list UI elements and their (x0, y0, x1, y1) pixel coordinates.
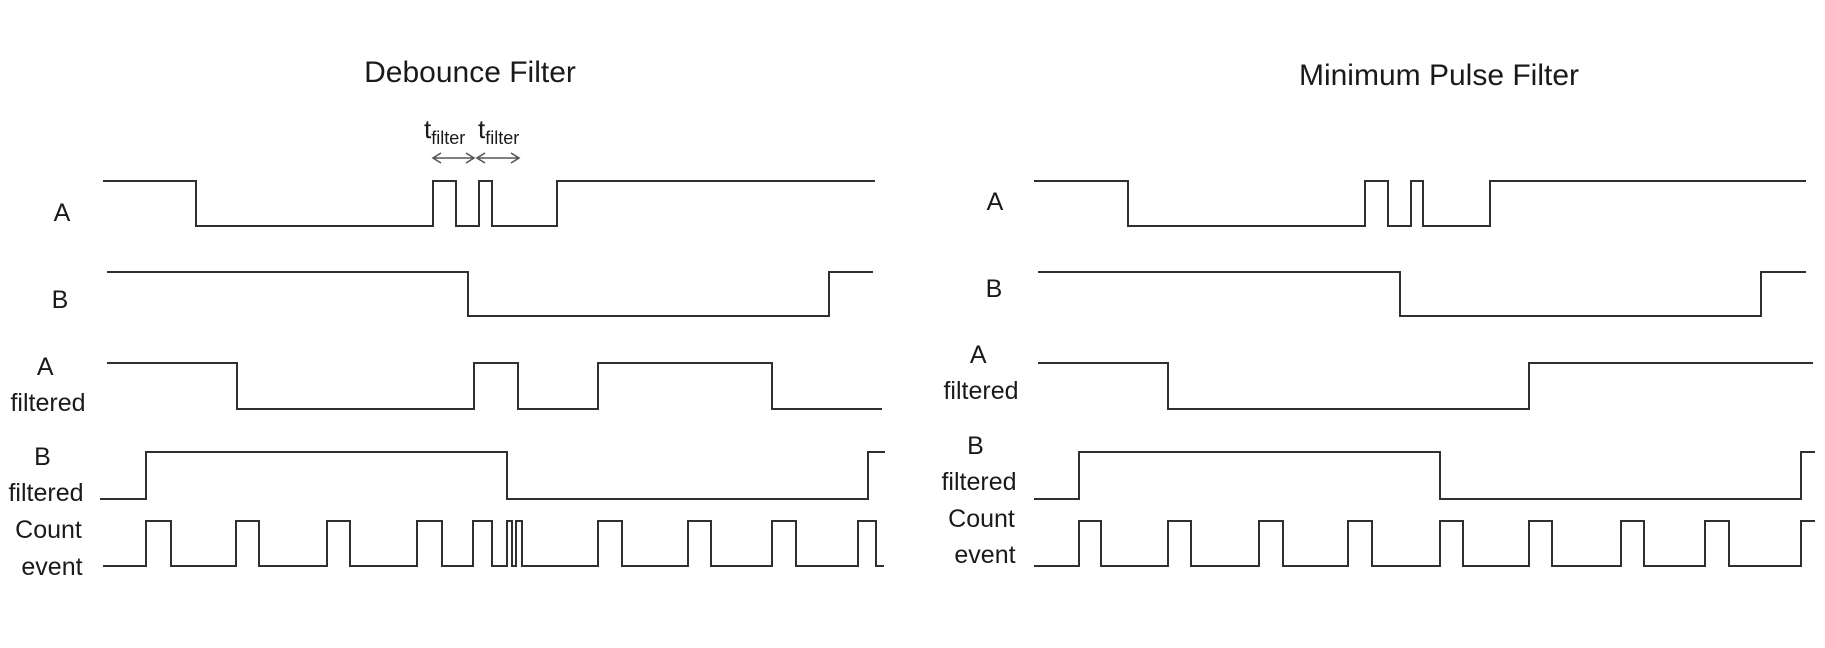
waveform-a-filtered (1038, 362, 1813, 410)
signal-label-count-event: Count event (15, 516, 89, 581)
t-filter-subscript-2: filter (485, 128, 519, 148)
t-filter-subscript-1: filter (431, 128, 465, 148)
panel-minimum-pulse-filter: Minimum Pulse Filter A B A filtered B fi… (941, 59, 1815, 569)
signal-label-b: B (52, 286, 69, 314)
waveform-a (103, 180, 875, 227)
panel-debounce-filter: Debounce Filter tfilter tfilter A (8, 56, 885, 581)
double-arrow-icon (431, 152, 476, 164)
t-filter-annotation: tfilter tfilter (424, 114, 521, 164)
panel-title-debounce: Debounce Filter (364, 56, 576, 89)
t-filter-label-2: tfilter (478, 114, 519, 148)
signal-label-count-event: Count event (948, 505, 1022, 569)
signal-label-a: A (987, 188, 1004, 216)
t-filter-symbol-1: t (424, 114, 432, 144)
waveforms-left (100, 180, 885, 567)
waveforms-right (1034, 180, 1815, 567)
signal-label-b: B (986, 275, 1003, 303)
signal-label-a-filtered: A filtered (10, 353, 85, 417)
panel-title-minimum-pulse: Minimum Pulse Filter (1299, 59, 1579, 92)
signal-label-a: A (54, 199, 71, 227)
waveform-b (1038, 271, 1806, 317)
t-filter-symbol-2: t (478, 114, 486, 144)
waveform-b (107, 271, 873, 317)
signal-label-b-filtered: B filtered (941, 432, 1016, 496)
waveform-a (1034, 180, 1806, 227)
signal-label-b-filtered: B filtered (8, 443, 83, 507)
waveform-count-event (1034, 520, 1815, 567)
waveform-a-filtered (107, 362, 882, 410)
waveform-count-event (103, 520, 884, 567)
signal-label-a-filtered: A filtered (943, 341, 1018, 405)
waveform-b-filtered (100, 451, 885, 500)
double-arrow-icon (475, 152, 521, 164)
t-filter-label-1: tfilter (424, 114, 465, 148)
waveform-b-filtered (1034, 451, 1815, 500)
